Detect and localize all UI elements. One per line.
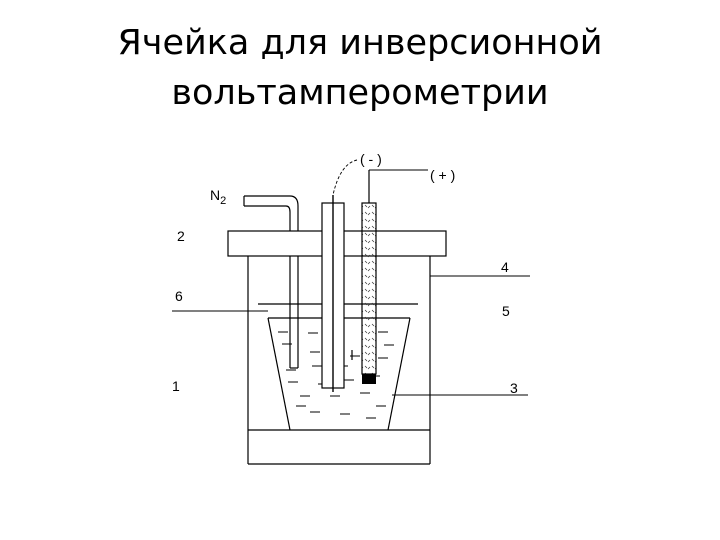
label-3: 3	[510, 380, 518, 396]
gas-inlet-tube	[243, 195, 299, 369]
label-1: 1	[172, 378, 180, 394]
label-n2-base: N	[210, 187, 220, 203]
label-plus: ( + )	[430, 167, 455, 183]
title-line-1: Ячейка для инверсионной	[117, 23, 603, 63]
working-electrode	[321, 195, 345, 392]
label-n2: N2	[210, 187, 226, 207]
title-line-2: вольтамперометрии	[171, 73, 549, 113]
outer-vessel	[247, 256, 431, 465]
label-4: 4	[501, 259, 509, 275]
label-minus: ( - )	[360, 151, 382, 167]
inner-cup	[258, 303, 418, 431]
leader-lines	[172, 159, 530, 396]
label-5: 5	[502, 303, 510, 319]
label-6: 6	[175, 288, 183, 304]
counter-electrode	[361, 170, 377, 384]
slide-title: Ячейка для инверсионной вольтамперометри…	[0, 18, 720, 118]
label-n2-sub: 2	[220, 195, 226, 207]
label-2: 2	[177, 228, 185, 244]
